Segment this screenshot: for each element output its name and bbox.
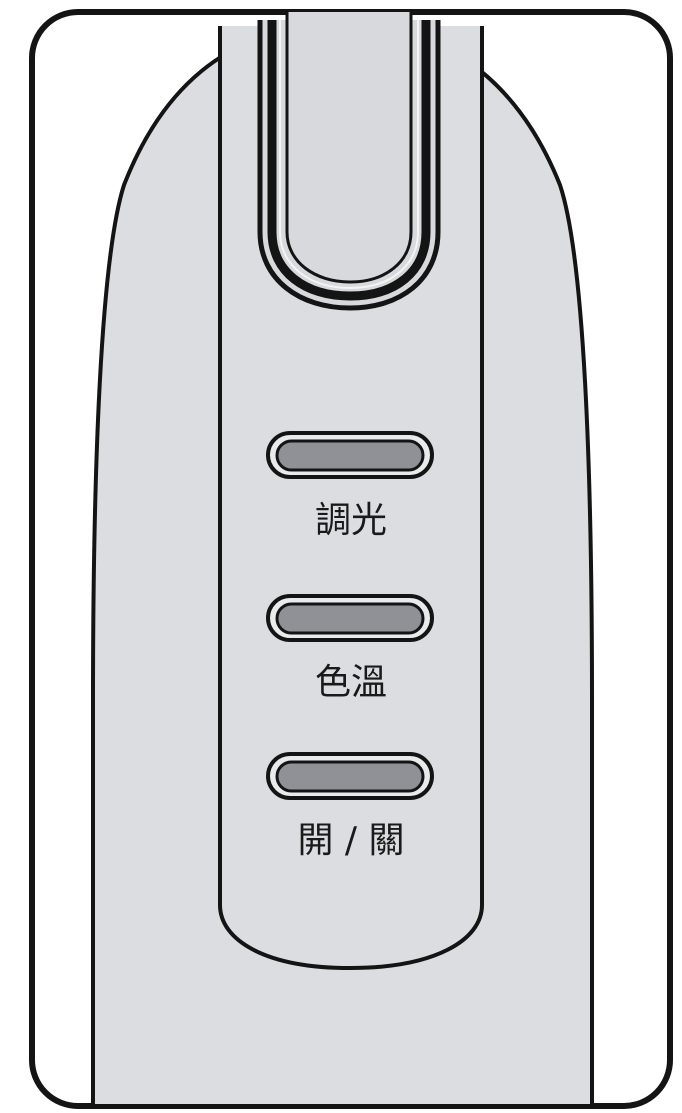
- power-button-label: 開 / 關: [297, 820, 405, 861]
- dimming-button-label: 調光: [314, 500, 387, 541]
- power-button[interactable]: [266, 752, 434, 800]
- dimming-button[interactable]: [266, 431, 434, 479]
- lamp-neck-highlight: [279, 20, 419, 290]
- lamp-neck-inner: [267, 20, 431, 301]
- lamp-neck-core: [285, 12, 413, 284]
- color-temperature-button[interactable]: [266, 594, 434, 642]
- color-temperature-button-label: 色溫: [314, 662, 387, 703]
